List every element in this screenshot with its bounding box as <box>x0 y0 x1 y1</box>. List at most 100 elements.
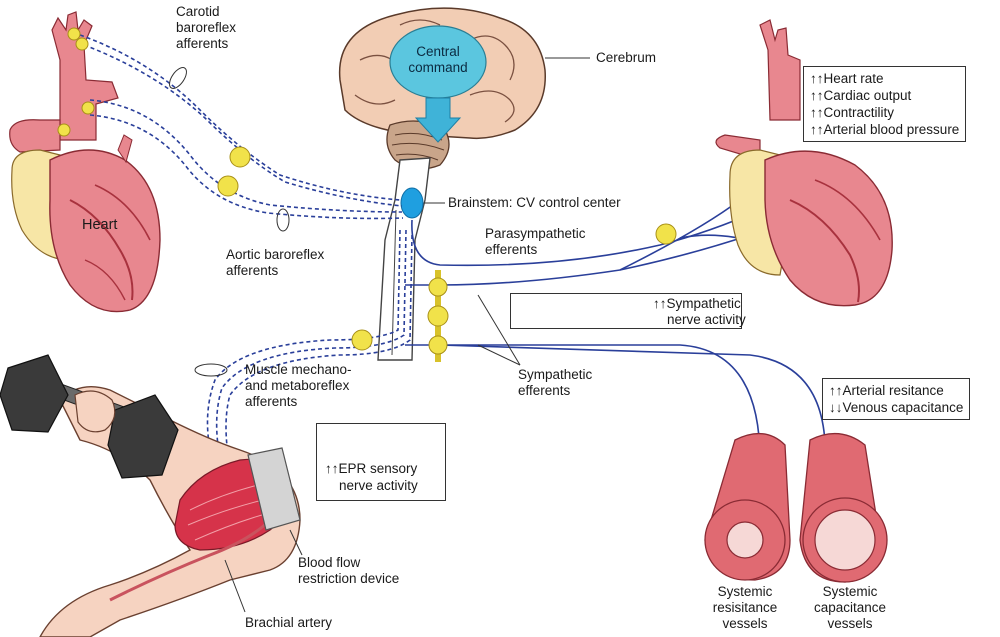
muscle-ganglion <box>351 329 373 351</box>
aorta-vessels <box>51 11 119 141</box>
capacitance-label-line-2: capacitance <box>813 600 887 615</box>
spinal-cord <box>377 157 431 361</box>
heart-coronary-3 <box>84 259 126 301</box>
central-command-line-2: command <box>408 60 468 75</box>
central-command-line-1: Central <box>416 44 460 59</box>
brain-fold-5 <box>399 19 441 26</box>
vascular-effects-box: ↑↑Arterial resitance ↓↓Venous capacitanc… <box>822 378 971 420</box>
brachial-leader <box>224 559 246 613</box>
carotid-label-line-1: Carotid <box>176 4 220 19</box>
cerebrum-label: Cerebrum <box>596 50 657 65</box>
nerve-bundle-markers <box>169 67 290 377</box>
muscle-bundle-marker <box>194 363 228 377</box>
cardiac-effect-cardiac-output: ↑↑Cardiac output <box>810 88 912 103</box>
sympathetic-activity-line-1: ↑↑Sympathetic <box>653 296 741 311</box>
chain-ganglion-2 <box>427 305 449 327</box>
resistance-label-line-3: vessels <box>722 616 768 631</box>
aortic-afferent-2 <box>89 114 404 220</box>
muscle-afferent-3 <box>225 234 413 491</box>
sympathetic-chain <box>427 270 449 362</box>
resistance-label-line-2: resisitance <box>712 600 778 615</box>
arm <box>0 354 301 637</box>
brachial-label: Brachial artery <box>245 615 333 630</box>
carotid-afferent-1 <box>79 34 401 201</box>
dumbbell-left-weight <box>0 354 69 433</box>
fist <box>74 390 116 433</box>
epr-activity-box: ↑↑EPR sensory nerve activity <box>316 423 446 501</box>
aortic-label-line-1: Aortic baroreflex <box>226 247 325 262</box>
sympathetic-label-line-1: Sympathetic <box>518 367 593 382</box>
capacitance-label-line-1: Systemic <box>822 584 878 599</box>
heart-coronary-2 <box>94 184 151 241</box>
sympathetic-heart-branch <box>619 199 741 271</box>
brain <box>338 7 546 170</box>
cardiac-effects-box: ↑↑Heart rate ↑↑Cardiac output ↑↑Contract… <box>803 66 967 142</box>
leader-lines <box>224 57 590 613</box>
blood-flow-line-1: Blood flow <box>298 555 361 570</box>
sympathetic-label: Sympathetic efferents <box>518 367 592 399</box>
epr-activity-line-1: ↑↑EPR sensory <box>325 461 418 476</box>
blood-flow-line-2: restriction device <box>298 571 400 586</box>
carotid-receptor-1 <box>67 27 81 41</box>
sympathetic-to-heart <box>405 234 751 286</box>
muscle-afferent-2 <box>215 229 407 481</box>
aortic-bundle-marker <box>276 208 290 232</box>
sympathetic-leader-1 <box>477 294 521 366</box>
aortic-receptor-1 <box>81 101 95 115</box>
cardiac-effect-contractility: ↑↑Contractility <box>810 105 895 120</box>
central-command-label: Central command <box>406 44 470 76</box>
left-heart <box>9 11 161 313</box>
forearm-skin <box>39 386 301 637</box>
resistance-vessels-label: Systemic resisitance vessels <box>700 584 790 632</box>
brainstem-label: Brainstem: CV control center <box>448 195 621 210</box>
central-command-arrow <box>414 97 462 143</box>
parasympathetic-label-line-1: Parasympathetic <box>485 226 586 241</box>
brain-fold-4 <box>354 94 396 105</box>
epr-activity-line-2: nerve activity <box>339 478 418 493</box>
sympathetic-activity-box: ↑↑Sympathetic nerve activity <box>510 293 746 329</box>
aortic-label: Aortic baroreflex afferents <box>226 247 324 279</box>
aortic-arch <box>9 119 61 153</box>
chain-ganglion-3 <box>428 335 448 355</box>
resistance-vessel <box>704 433 791 581</box>
capacitance-vessel <box>799 433 888 583</box>
carotid-label-line-3: afferents <box>176 36 229 51</box>
muscle-afferent-1 <box>206 229 401 471</box>
heart-vein <box>117 134 133 164</box>
capacitance-vessel-lumen <box>814 509 876 571</box>
carotid-receptor-2 <box>75 37 89 51</box>
aortic-ganglion <box>217 175 239 197</box>
vascular-effect-venous: ↓↓Venous capacitance <box>829 400 964 415</box>
cuff-device <box>247 447 301 531</box>
aortic-receptor-2 <box>57 123 71 137</box>
cv-control-center <box>400 187 424 219</box>
chain-ganglion-1 <box>428 277 448 297</box>
sympathetic-label-line-2: efferents <box>518 383 571 398</box>
right-heart <box>715 19 893 307</box>
cardiac-effect-heart-rate: ↑↑Heart rate <box>810 71 884 86</box>
parasympathetic-ganglion <box>655 223 677 245</box>
cord-line-1 <box>391 209 397 356</box>
right-heart-coronary-2 <box>814 179 881 241</box>
cardiac-effect-blood-pressure: ↑↑Arterial blood pressure <box>810 122 960 137</box>
brachial-artery <box>109 518 272 602</box>
aortic-label-line-2: afferents <box>226 263 279 278</box>
heart-label: Heart <box>82 217 118 233</box>
muscle-afferent-label: Muscle mechano- and metaboreflex afferen… <box>245 362 352 410</box>
sympathetic-leader-2 <box>477 344 521 366</box>
right-aorta-vessels <box>759 19 801 121</box>
afferent-ganglia <box>57 27 677 351</box>
parasympathetic-label-line-2: efferents <box>485 242 538 257</box>
left-heart-body <box>49 149 161 313</box>
brain-fold-2 <box>469 35 515 81</box>
resistance-label-line-1: Systemic <box>717 584 773 599</box>
carotid-label: Carotid baroreflex afferents <box>176 4 236 52</box>
sympathetic-trunk-2 <box>439 344 827 466</box>
right-heart-coronary-1 <box>789 199 860 303</box>
capacitance-label-line-3: vessels <box>827 616 873 631</box>
muscle-afferent-line-1: Muscle mechano- <box>245 362 352 377</box>
muscle-afferent-line-2: and metaboreflex <box>245 378 350 393</box>
parasympathetic-efferent <box>411 209 761 267</box>
cuff-leader <box>289 529 303 556</box>
